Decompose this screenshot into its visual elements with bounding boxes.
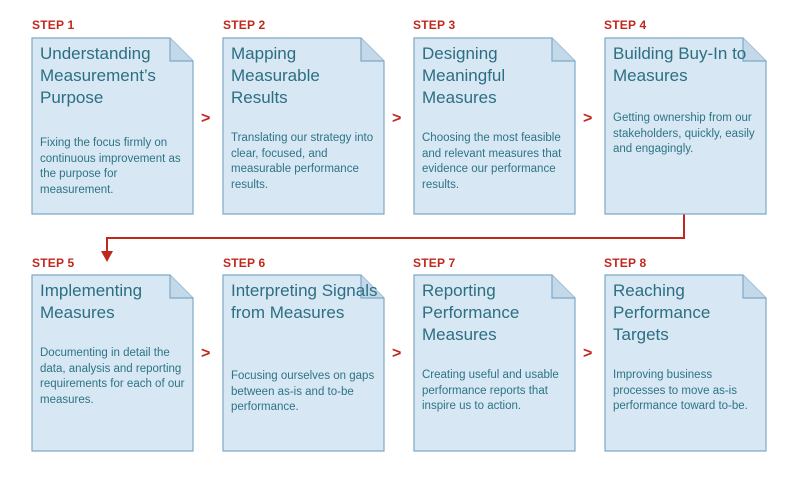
chevron-right-icon: > bbox=[583, 110, 593, 127]
step-2-label: STEP 2 bbox=[223, 18, 266, 32]
folded-page-icon bbox=[222, 37, 385, 215]
step-3-card: Designing Meaningful Measures Choosing t… bbox=[413, 37, 576, 215]
step-8-title: Reaching Performance Targets bbox=[613, 281, 711, 344]
step-2-description: Translating our strategy into clear, foc… bbox=[231, 132, 374, 191]
step-3-title: Designing Meaningful Measures bbox=[422, 44, 506, 107]
folded-page-icon bbox=[413, 274, 576, 452]
step-6-description: Focusing ourselves on gaps between as-is… bbox=[231, 370, 375, 413]
step-4-label: STEP 4 bbox=[604, 18, 647, 32]
folded-page-icon bbox=[31, 37, 194, 215]
step-4-card: Building Buy-In to Measures Getting owne… bbox=[604, 37, 767, 215]
step-3-description: Choosing the most feasible and relevant … bbox=[422, 132, 562, 191]
folded-page-icon bbox=[413, 37, 576, 215]
step-8-description: Improving business processes to move as-… bbox=[613, 369, 748, 412]
step-5-title: Implementing Measures bbox=[40, 281, 143, 322]
step-6-label: STEP 6 bbox=[223, 256, 266, 270]
step-2-card: Mapping Measurable Results Translating o… bbox=[222, 37, 385, 215]
step-1-title: Understanding Measurement’s Purpose bbox=[40, 44, 156, 107]
step-2-title: Mapping Measurable Results bbox=[231, 44, 320, 107]
step-3-label: STEP 3 bbox=[413, 18, 456, 32]
step-1-label: STEP 1 bbox=[32, 18, 75, 32]
step-1-card: Understanding Measurement’s Purpose Fixi… bbox=[31, 37, 194, 215]
chevron-right-icon: > bbox=[392, 345, 402, 362]
step-4-description: Getting ownership from our stakeholders,… bbox=[613, 112, 755, 155]
chevron-right-icon: > bbox=[201, 110, 211, 127]
step-8-card: Reaching Performance Targets Improving b… bbox=[604, 274, 767, 452]
folded-page-icon bbox=[31, 274, 194, 452]
step-1-description: Fixing the focus firmly on continuous im… bbox=[40, 137, 181, 196]
step-6-title: Interpreting Signals from Measures bbox=[231, 281, 378, 322]
chevron-right-icon: > bbox=[201, 345, 211, 362]
step-5-label: STEP 5 bbox=[32, 256, 75, 270]
folded-page-icon bbox=[604, 274, 767, 452]
folded-page-icon bbox=[604, 37, 767, 215]
step-8-label: STEP 8 bbox=[604, 256, 647, 270]
step-7-card: Reporting Performance Measures Creating … bbox=[413, 274, 576, 452]
chevron-right-icon: > bbox=[392, 110, 402, 127]
step-4-title: Building Buy-In to Measures bbox=[613, 44, 747, 85]
step-5-card: Implementing Measures Documenting in det… bbox=[31, 274, 194, 452]
folded-page-icon bbox=[222, 274, 385, 452]
step-7-label: STEP 7 bbox=[413, 256, 456, 270]
chevron-right-icon: > bbox=[583, 345, 593, 362]
step-7-description: Creating useful and usable performance r… bbox=[422, 369, 559, 412]
step-5-description: Documenting in detail the data, analysis… bbox=[40, 347, 185, 406]
step-7-title: Reporting Performance Measures bbox=[422, 281, 520, 344]
step-6-card: Interpreting Signals from Measures Focus… bbox=[222, 274, 385, 452]
